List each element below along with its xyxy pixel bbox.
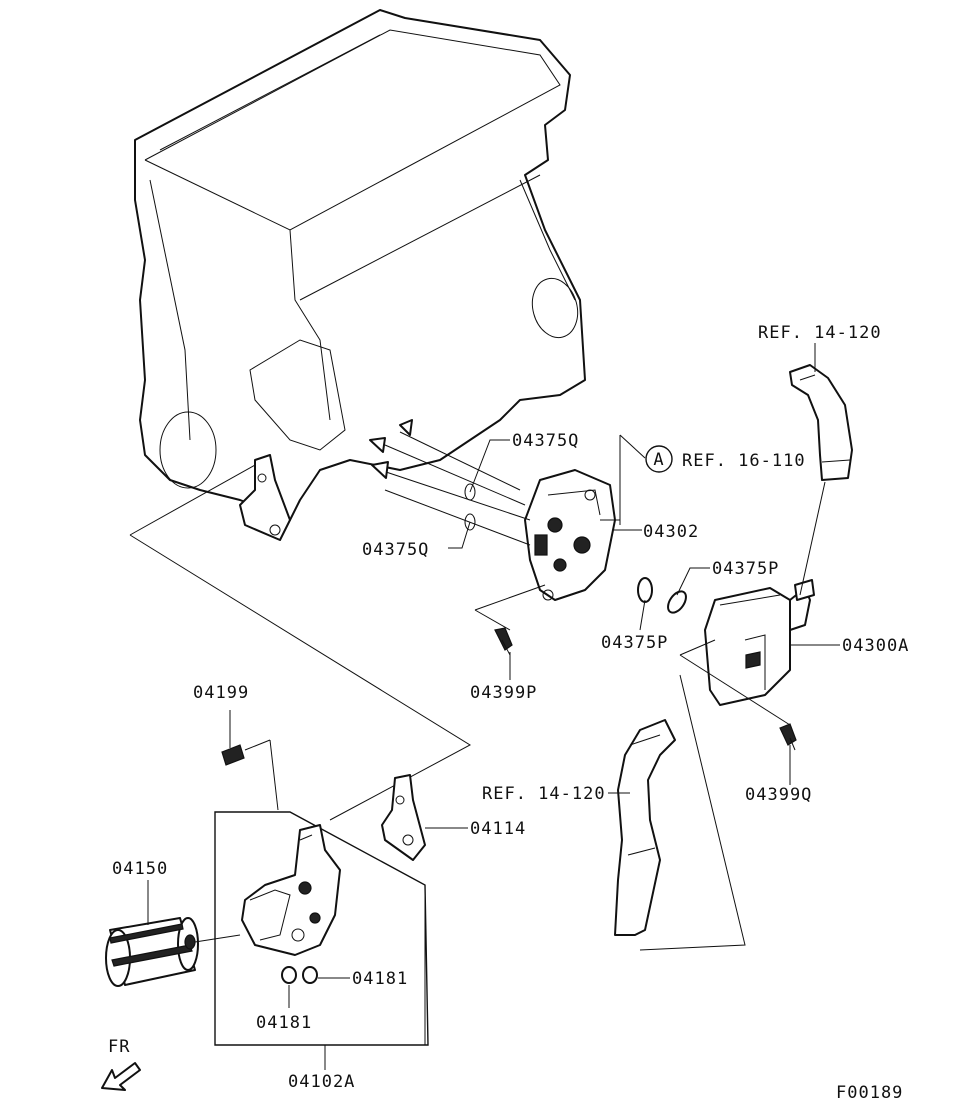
label-ref-14-120-top: REF. 14-120 xyxy=(758,323,882,343)
filter-bracket-box xyxy=(214,739,429,1046)
label-04399p: 04399P xyxy=(470,683,537,703)
label-04102a: 04102A xyxy=(288,1072,355,1092)
label-04181-right: 04181 xyxy=(352,969,408,989)
label-04302: 04302 xyxy=(643,522,699,542)
label-04375q-top: 04375Q xyxy=(512,431,579,451)
label-04399q: 04399Q xyxy=(745,785,812,805)
oil-filter-04150 xyxy=(105,917,241,987)
label-04375p-right: 04375P xyxy=(712,559,779,579)
label-04375q-left: 04375Q xyxy=(362,540,429,560)
oil-cooler-adapter-04302 xyxy=(524,469,616,601)
studs-and-orings xyxy=(369,419,531,546)
oil-cooler-04300a xyxy=(704,579,815,706)
label-ref-16-110: REF. 16-110 xyxy=(682,451,806,471)
label-04300a: 04300A xyxy=(842,636,909,656)
plugs-04181 xyxy=(281,966,318,984)
leader-frame-lines xyxy=(129,434,791,1045)
bracket-04114 xyxy=(381,774,426,861)
label-leader-lines xyxy=(147,343,840,1070)
hose-bottom xyxy=(614,719,676,936)
engine-bracket xyxy=(239,454,291,541)
label-04375p-bottom: 04375P xyxy=(601,633,668,653)
orings-04375p xyxy=(637,577,687,614)
label-04114: 04114 xyxy=(470,819,526,839)
label-04150: 04150 xyxy=(112,859,168,879)
front-arrow-icon xyxy=(101,1062,141,1091)
reference-marker-a: A xyxy=(645,445,673,473)
bolt-04399q xyxy=(779,723,797,751)
label-fr: FR xyxy=(108,1037,130,1057)
bolt-04399p xyxy=(494,627,513,656)
hose-top xyxy=(789,364,853,596)
label-04199: 04199 xyxy=(193,683,249,703)
label-ref-14-120-mid: REF. 14-120 xyxy=(482,784,606,804)
figure-code: F00189 xyxy=(836,1083,903,1103)
bolt-04199 xyxy=(221,744,245,766)
label-04181-bottom: 04181 xyxy=(256,1013,312,1033)
engine-block xyxy=(134,9,586,521)
marker-a-text: A xyxy=(653,450,664,470)
